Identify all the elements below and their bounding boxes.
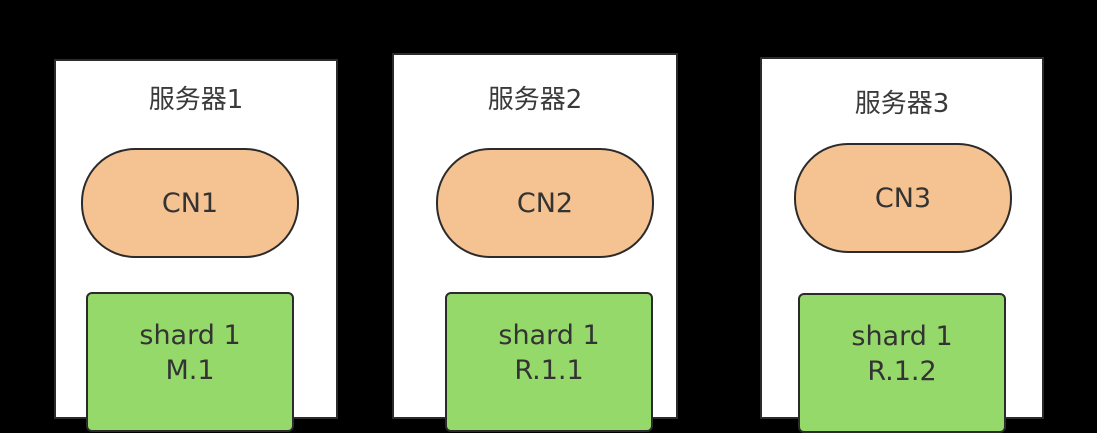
cn-node: CN3 xyxy=(794,143,1012,253)
server-box-3: 服务器3 CN3 shard 1 R.1.2 xyxy=(760,57,1044,433)
server-title: 服务器1 xyxy=(148,85,244,115)
shard-role: R.1.2 xyxy=(867,356,937,387)
shard-name: shard 1 xyxy=(139,320,241,351)
shard-name: shard 1 xyxy=(498,320,600,351)
shard-node: shard 1 R.1.2 xyxy=(798,293,1006,433)
shard-role: M.1 xyxy=(165,355,215,386)
shard-node: shard 1 R.1.1 xyxy=(445,292,653,432)
server-title: 服务器2 xyxy=(487,85,583,115)
shard-name: shard 1 xyxy=(851,321,953,352)
cn-node: CN2 xyxy=(436,148,654,258)
server-title: 服务器3 xyxy=(854,89,950,119)
server-box-1: 服务器1 CN1 shard 1 M.1 xyxy=(54,59,338,432)
cn-node: CN1 xyxy=(81,148,299,258)
shard-role: R.1.1 xyxy=(514,355,584,386)
shard-node: shard 1 M.1 xyxy=(86,292,294,432)
server-box-2: 服务器2 CN2 shard 1 R.1.1 xyxy=(392,53,678,432)
